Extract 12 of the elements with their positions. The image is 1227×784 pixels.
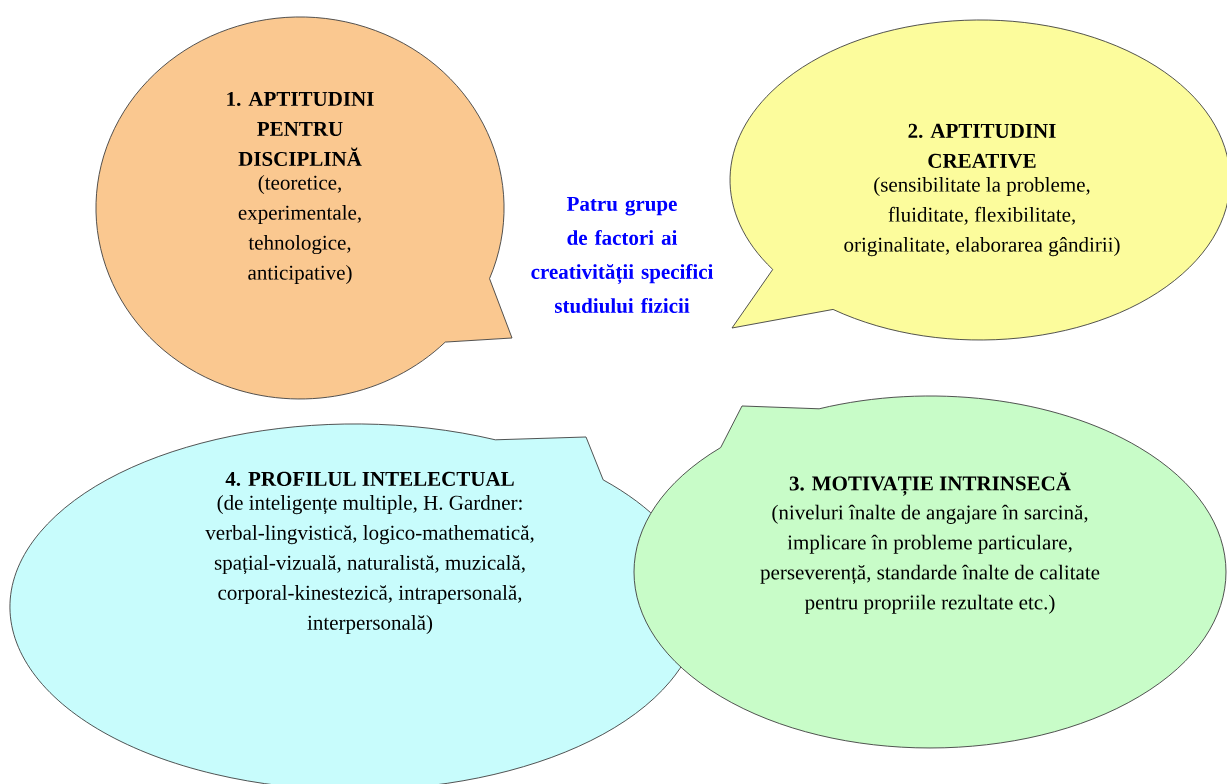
bubble-heading: 3. MOTIVAȚIE INTRINSECĂ xyxy=(789,472,1071,496)
bubble-heading: 2. APTITUDINI CREATIVE xyxy=(908,123,1056,169)
title-text: Patru grupe de factori ai creativității specifici studiului fizicii xyxy=(531,197,714,313)
bubble-text: (de inteligențe multiple, H. Gardner: verbal-lingvistică, logico-mathematică, spațial-vizuală, naturalistă, muzicală, corporal-kinestezică, intrapersonală, interpersonală) xyxy=(205,495,534,635)
speech-bubble xyxy=(729,19,1227,341)
bubble-heading: 1. APTITUDINI PENTRU DISCIPLINĂ xyxy=(227,91,374,166)
bubble-text: (sensibilitate la probleme, fluiditate, flexibilitate, originalitate, elaborarea gândirii) xyxy=(844,177,1120,257)
speech-bubble xyxy=(95,16,513,400)
bubble-text: (teoretice, experimentale, tehnologice, anticipative) xyxy=(238,175,361,285)
speech-bubble xyxy=(633,395,1227,749)
bubble-text: (niveluri înalte de angajare în sarcină, implicare în probleme particulare, perseverență, standarde înalte de calitate pentru propriile rezultate etc.) xyxy=(760,504,1100,614)
bubble-heading: 4. PROFILUL INTELECTUAL xyxy=(225,471,514,487)
